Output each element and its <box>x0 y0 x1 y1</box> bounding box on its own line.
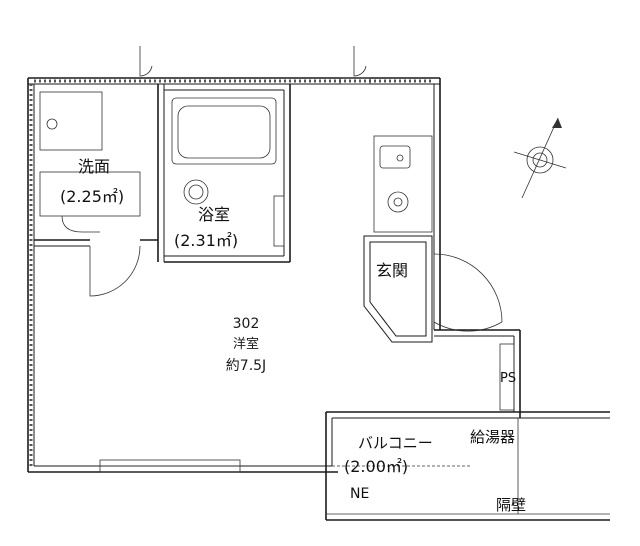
washroom-area: (2.25㎡) <box>60 187 124 206</box>
entrance-name: 玄関 <box>376 261 408 280</box>
unit-number: 302 <box>233 316 260 332</box>
washroom-name: 洗面 <box>78 157 110 176</box>
outer-walls <box>27 77 610 521</box>
balcony-name: バルコニー <box>358 434 433 452</box>
water-heater-label: 給湯器 <box>470 428 515 446</box>
bathroom-area: (2.31㎡) <box>174 231 238 250</box>
bathroom <box>164 84 291 263</box>
main-room-size: 約7.5J <box>226 358 266 374</box>
washroom <box>34 84 165 297</box>
pipe-space <box>499 343 515 411</box>
bathroom-name: 浴室 <box>198 205 230 224</box>
compass-icon <box>513 117 567 199</box>
entrance <box>363 235 503 343</box>
balcony-direction: NE <box>350 486 369 502</box>
kitchen <box>373 135 433 233</box>
balcony-area: (2.00㎡) <box>344 457 408 476</box>
windows <box>99 77 371 473</box>
ps-label: PS <box>500 371 516 386</box>
exterior-doors <box>139 46 367 77</box>
partition-label: 隔壁 <box>496 496 526 514</box>
balcony <box>332 418 519 514</box>
main-room-name: 洋室 <box>233 336 259 352</box>
